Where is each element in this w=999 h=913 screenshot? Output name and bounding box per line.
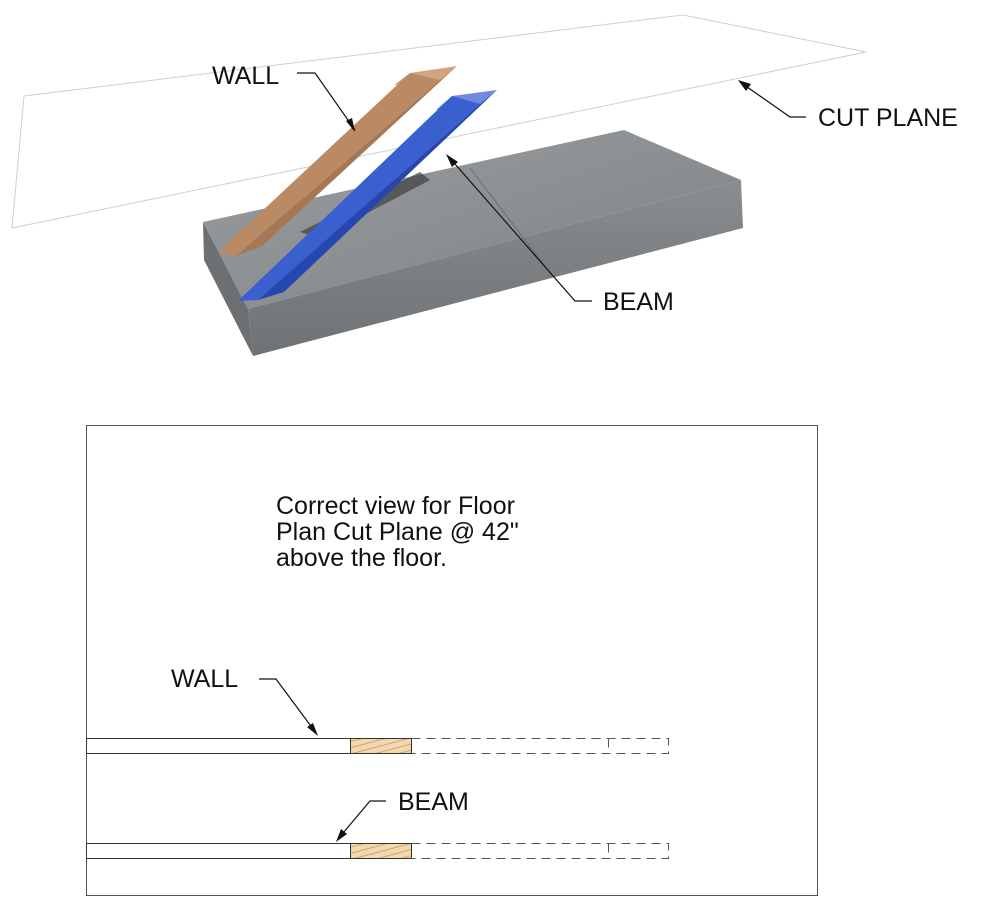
beam-plan [86,843,669,859]
plan-note-line-2: Plan Cut Plane @ 42" [276,518,519,546]
wall-plan [86,738,669,754]
wall-label: WALL [212,62,279,90]
inclined-wall [218,66,457,256]
beam-plan-solid [86,843,351,859]
wall-leader [297,72,356,132]
plan-frame [86,425,818,896]
wall-plan-hidden [411,738,669,754]
plan-view: Correct view for Floor Plan Cut Plane @ … [86,425,818,896]
plan-note-line-1: Correct view for Floor [276,492,515,520]
cut-plane-leader [738,80,806,118]
beam-face [238,96,480,301]
plan-wall-label: WALL [171,665,238,693]
slab-seam [469,167,546,267]
wall-end-face [236,66,457,256]
slab-top-face [203,130,741,309]
inclined-beam [238,90,497,301]
wall-plan-cut-hatch [350,738,412,754]
wall-face [218,73,440,256]
beam-label: BEAM [603,288,674,316]
cut-plane [11,14,867,229]
slab-left-face [203,222,253,356]
wall-plan-solid [86,738,351,754]
slab-front-face [248,180,743,356]
beam-plan-hidden [411,843,669,859]
beam-leader [446,154,592,302]
plan-beam-leader [336,800,386,842]
cut-plane-label: CUT PLANE [818,104,958,132]
isometric-view: WALL CUT PLANE BEAM [11,14,958,356]
plan-beam-label: BEAM [398,788,469,816]
plan-wall-leader [259,678,318,736]
concrete-slab [203,130,743,356]
plan-note-line-3: above the floor. [276,544,447,572]
beam-plan-cut-hatch [350,843,412,859]
beam-end-face [258,90,497,300]
